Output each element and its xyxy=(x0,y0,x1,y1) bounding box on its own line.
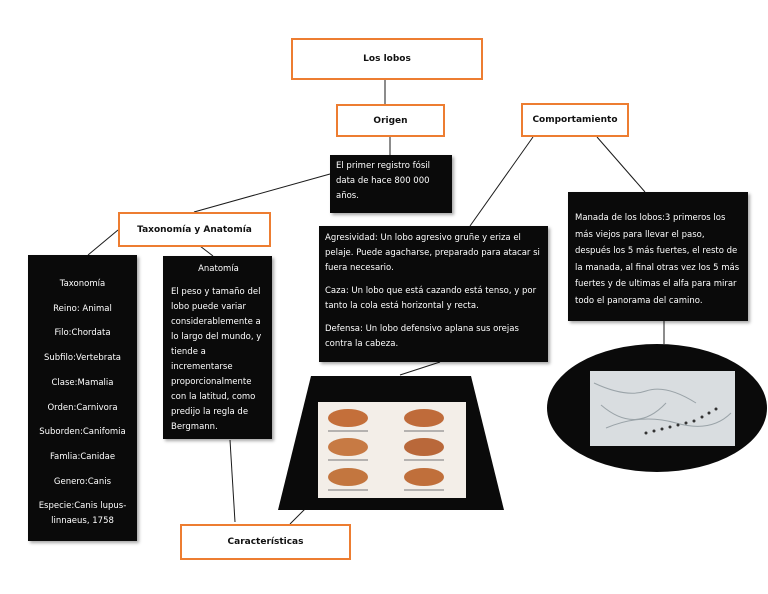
defensa-text: Defensa: Un lobo defensivo aplana sus or… xyxy=(325,324,519,349)
taxonomia-item: Filo:Chordata xyxy=(54,328,111,339)
comportamiento-node: Comportamiento xyxy=(521,103,629,137)
taxonomia-item: Subfilo:Vertebrata xyxy=(43,353,122,364)
taxonomia-anatomia-label: Taxonomía y Anatomía xyxy=(137,224,252,235)
comportamiento-label: Comportamiento xyxy=(532,115,618,125)
caracteristicas-label: Características xyxy=(227,537,304,547)
manada-box: Manada de los lobos:3 primeros los más v… xyxy=(568,192,748,321)
comportamiento-info-box: Agresividad: Un lobo agresivo gruñe y er… xyxy=(319,226,548,362)
taxonomia-item: Reino: Animal xyxy=(53,303,112,314)
taxonomia-anatomia-node: Taxonomía y Anatomía xyxy=(118,212,271,247)
anatomia-text: El peso y tamaño del lobo puede variar c… xyxy=(171,287,262,432)
anatomia-box: Anatomía El peso y tamaño del lobo puede… xyxy=(163,256,272,439)
caza-text: Caza: Un lobo que está cazando está tens… xyxy=(325,286,537,311)
taxonomia-heading: Taxonomía xyxy=(59,279,106,289)
wolf-heads-grid-icon xyxy=(328,409,444,491)
taxonomia-item: Genero:Canis xyxy=(53,476,112,487)
manada-text: Manada de los lobos:3 primeros los más v… xyxy=(575,213,740,306)
wolves-in-snow-icon xyxy=(593,382,732,429)
title-node: Los lobos xyxy=(291,38,483,80)
origen-info-text: El primer registro fósil data de hace 80… xyxy=(336,161,431,201)
taxonomia-item: Clase:Mamalia xyxy=(51,377,114,388)
wolf-expressions-frame xyxy=(278,376,504,510)
origen-node: Origen xyxy=(336,104,445,137)
caracteristicas-node: Características xyxy=(180,524,351,560)
anatomia-heading: Anatomía xyxy=(198,264,239,274)
taxonomia-item: Famlia:Canidae xyxy=(49,451,116,462)
taxonomia-item: Orden:Carnivora xyxy=(47,402,118,413)
origen-label: Origen xyxy=(373,115,408,126)
origen-info-box: El primer registro fósil data de hace 80… xyxy=(330,155,452,213)
taxonomia-item: Especie:Canis lupus-linnaeus, 1758 xyxy=(38,501,127,527)
taxonomia-box: Taxonomía Reino: Animal Filo:Chordata Su… xyxy=(28,255,137,541)
title-label: Los lobos xyxy=(363,54,411,64)
taxonomia-item: Suborden:Canifomia xyxy=(39,427,126,438)
wolf-pack-snow-frame xyxy=(547,344,767,472)
agresividad-text: Agresividad: Un lobo agresivo gruñe y er… xyxy=(325,233,540,273)
